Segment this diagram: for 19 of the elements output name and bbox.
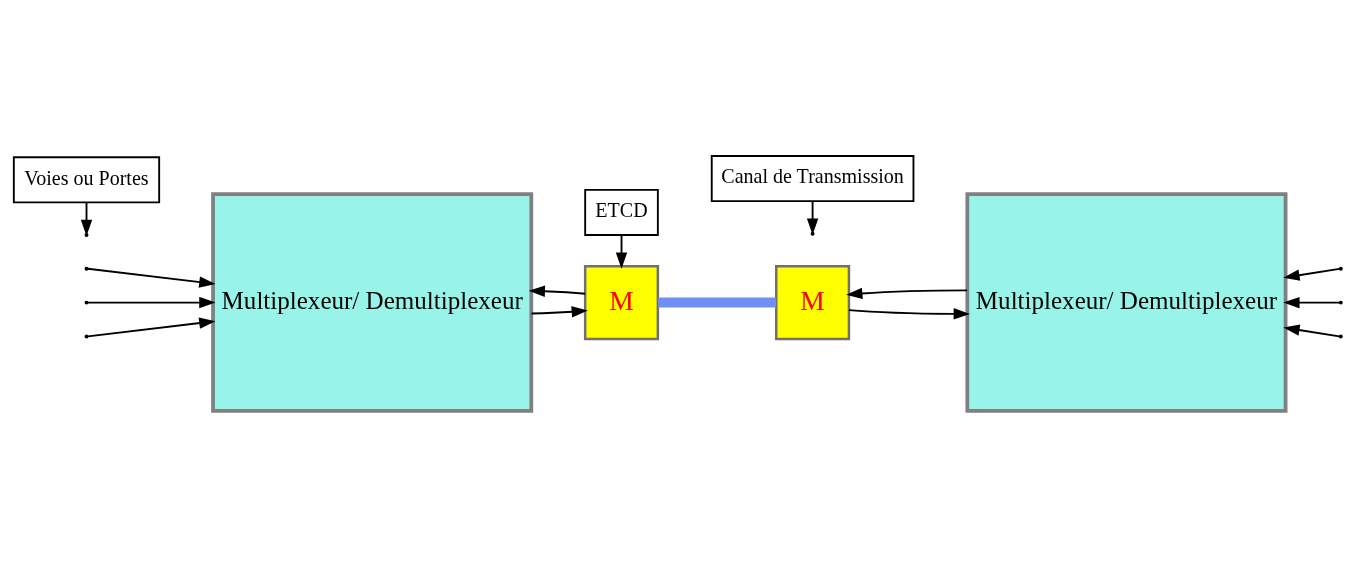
arrow [87, 267, 216, 288]
arrow [528, 285, 587, 297]
arrow [87, 296, 216, 308]
arrow [87, 316, 216, 337]
arrow [1283, 323, 1341, 337]
node-box: Multiplexeur/ Demultiplexeur [965, 191, 1288, 413]
arrow [848, 307, 970, 320]
connector [658, 297, 777, 308]
arrow [846, 287, 969, 299]
node-box: M [583, 264, 660, 340]
node-box: M [775, 264, 851, 340]
arrow [1283, 267, 1341, 281]
node-box: Canal de Transmission [710, 154, 915, 202]
arrow [530, 305, 588, 317]
node-box: Voies ou Portes [12, 155, 161, 203]
node-box: Multiplexeur/ Demultiplexeur [211, 191, 534, 413]
arrow [1283, 296, 1341, 308]
node-box: ETCD [584, 188, 659, 236]
arrow [615, 233, 628, 269]
